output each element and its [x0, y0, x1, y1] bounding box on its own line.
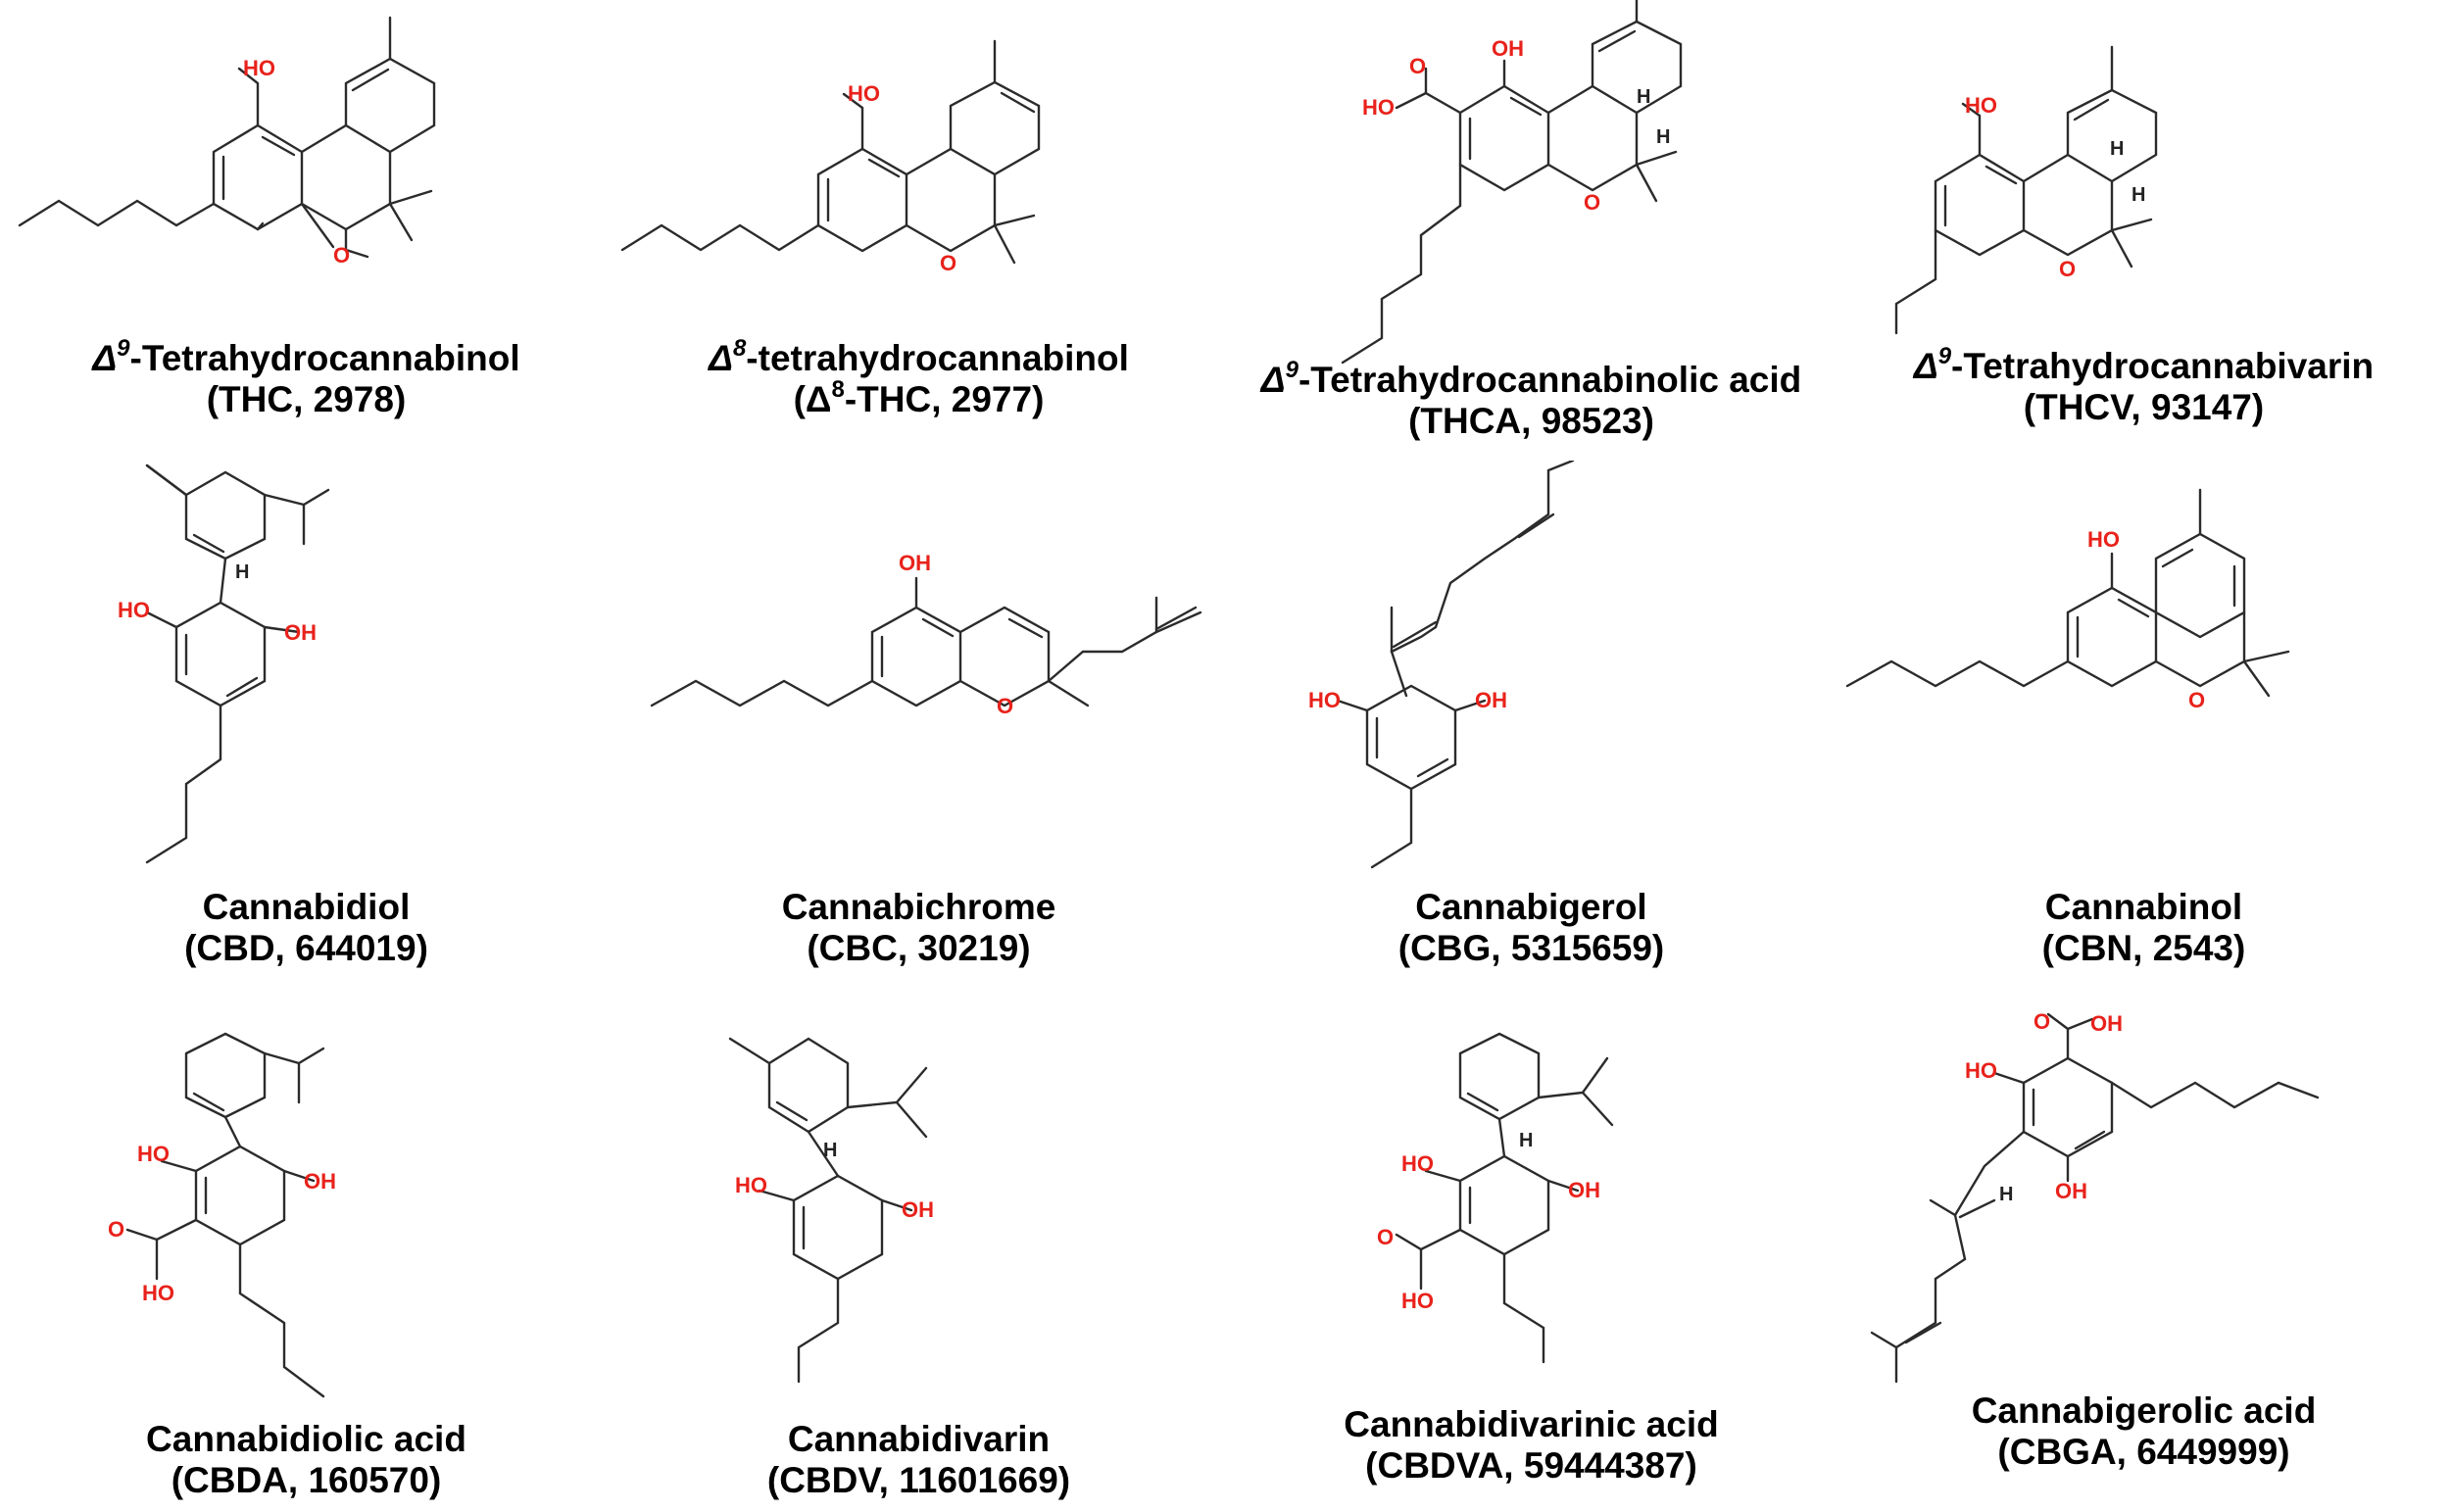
hydroxyl-label: OH [304, 1169, 336, 1194]
oxygen-label: O [940, 251, 956, 275]
compound-cbg: HO OH Cannabigerol (CBG, 5315659) [1225, 461, 1838, 968]
hydroxyl-label: HO [1308, 688, 1341, 712]
carbonyl-oxygen: O [108, 1217, 124, 1242]
h-label: H [823, 1140, 837, 1161]
acid-hydroxyl: HO [1401, 1289, 1434, 1313]
hydroxyl-label: HO [2087, 527, 2120, 552]
hydroxyl-label: OH [1568, 1178, 1600, 1202]
hydroxyl-label: HO [243, 56, 275, 80]
cbdva-structure: HO OH O HO H [1377, 1032, 1614, 1364]
cbda-caption: Cannabidiolic acid (CBDA, 160570) [146, 1419, 466, 1500]
hydroxyl-label: OH [284, 620, 317, 645]
hydroxyl-label: HO [137, 1142, 170, 1166]
cbda-structure: HO OH O HO [108, 1032, 336, 1398]
hydroxyl-label: HO [118, 598, 150, 622]
hydroxyl-label: HO [735, 1173, 767, 1197]
thc-structure: HO O [18, 16, 436, 268]
thca-structure: OH O HO O H H [1341, 0, 1683, 365]
d8thc-structure: HO O [620, 39, 1041, 275]
cbc-caption: Cannabichrome (CBC, 30219) [781, 887, 1056, 968]
compound-thcv: HO O H H Δ9-Tetrahydrocannabivarin (THCV… [1838, 0, 2450, 503]
oxygen-label: O [997, 694, 1013, 718]
h-label: H [2110, 138, 2124, 160]
oxygen-label: O [1584, 190, 1600, 215]
cbd-caption: Cannabidiol (CBD, 644019) [184, 887, 428, 968]
hydroxyl-label: HO [1965, 1058, 1997, 1083]
compound-cbdva: HO OH O HO H Cannabidivarinic acid (CBDV… [1225, 1009, 1838, 1512]
thcv-caption: Δ9-Tetrahydrocannabivarin (THCV, 93147) [1913, 342, 2375, 427]
oxygen-label: O [2188, 688, 2205, 712]
compound-cbga: O OH HO OH H Cannabigerolic acid (CBGA, … [1838, 1009, 2450, 1512]
hydroxyl-label: HO [848, 81, 880, 106]
oxygen-label: O [2059, 257, 2076, 281]
h-label: H [2132, 184, 2145, 206]
h-label: H [1637, 86, 1650, 108]
oxygen-label: O [333, 243, 350, 268]
carbonyl-oxygen: O [2034, 1009, 2050, 1034]
hydroxyl-label: HO [1965, 93, 1997, 118]
cbc-structure: OH O [650, 551, 1202, 718]
thca-caption: Δ9-Tetrahydrocannabinolic acid (THCA, 98… [1260, 356, 1802, 441]
compound-cbd: HO OH H Cannabidiol (CBD, 644019) [0, 461, 612, 968]
cbd-structure: HO OH H [118, 463, 330, 864]
thc-caption: Δ9-Tetrahydrocannabinol (THC, 2978) [92, 334, 520, 419]
acid-hydroxyl: OH [2090, 1011, 2123, 1036]
cbn-caption: Cannabinol (CBN, 2543) [2041, 887, 2246, 968]
cbg-caption: Cannabigerol (CBG, 5315659) [1397, 887, 1665, 968]
cbdv-structure: HO OH H [728, 1037, 934, 1384]
acid-hydroxyl: HO [142, 1281, 174, 1305]
carbonyl-oxygen: O [1377, 1225, 1394, 1249]
h-label: H [1656, 126, 1670, 148]
hydroxyl-label: OH [902, 1197, 934, 1222]
carbonyl-oxygen: O [1409, 54, 1426, 78]
compound-cbda: HO OH O HO Cannabidiolic acid (CBDA, 160… [0, 1009, 612, 1512]
hydroxyl-label: OH [1492, 36, 1524, 61]
compound-thca: OH O HO O H H Δ9-Tetrahydrocannabinolic … [1225, 0, 1838, 503]
cbdv-caption: Cannabidivarin (CBDV, 11601669) [766, 1419, 1071, 1500]
hydroxyl-label: HO [1401, 1151, 1434, 1176]
cbn-structure: HO O [1845, 488, 2290, 712]
cbga-structure: O OH HO OH H [1870, 1009, 2320, 1384]
cbga-caption: Cannabigerolic acid (CBGA, 6449999) [1971, 1390, 2317, 1472]
thcv-structure: HO O H H [1894, 45, 2158, 335]
h-label: H [235, 561, 249, 583]
h-label: H [1519, 1130, 1533, 1151]
acid-hydroxyl: HO [1362, 95, 1395, 120]
compound-cbc: OH O Cannabichrome (CBC, 30219) [612, 461, 1225, 968]
cbdva-caption: Cannabidivarinic acid (CBDVA, 59444387) [1344, 1404, 1719, 1486]
compound-thc: HO O Δ9-Tetrahydrocannabinol (THC, 2978) [0, 0, 612, 503]
compound-cbdv: HO OH H Cannabidivarin (CBDV, 11601669) [612, 1009, 1225, 1512]
compound-d8thc: HO O Δ8-tetrahydrocannabinol (Δ8-THC, 29… [612, 0, 1225, 503]
hydroxyl-label: OH [2055, 1179, 2087, 1203]
hydroxyl-label: OH [1475, 688, 1507, 712]
compound-cbn: HO O Cannabinol (CBN, 2543) [1838, 461, 2450, 968]
hydroxyl-label: OH [899, 551, 931, 575]
h-label: H [1999, 1184, 2013, 1205]
cbg-structure: HO OH [1308, 461, 1575, 869]
d8thc-caption: Δ8-tetrahydrocannabinol (Δ8-THC, 2977) [709, 334, 1129, 419]
